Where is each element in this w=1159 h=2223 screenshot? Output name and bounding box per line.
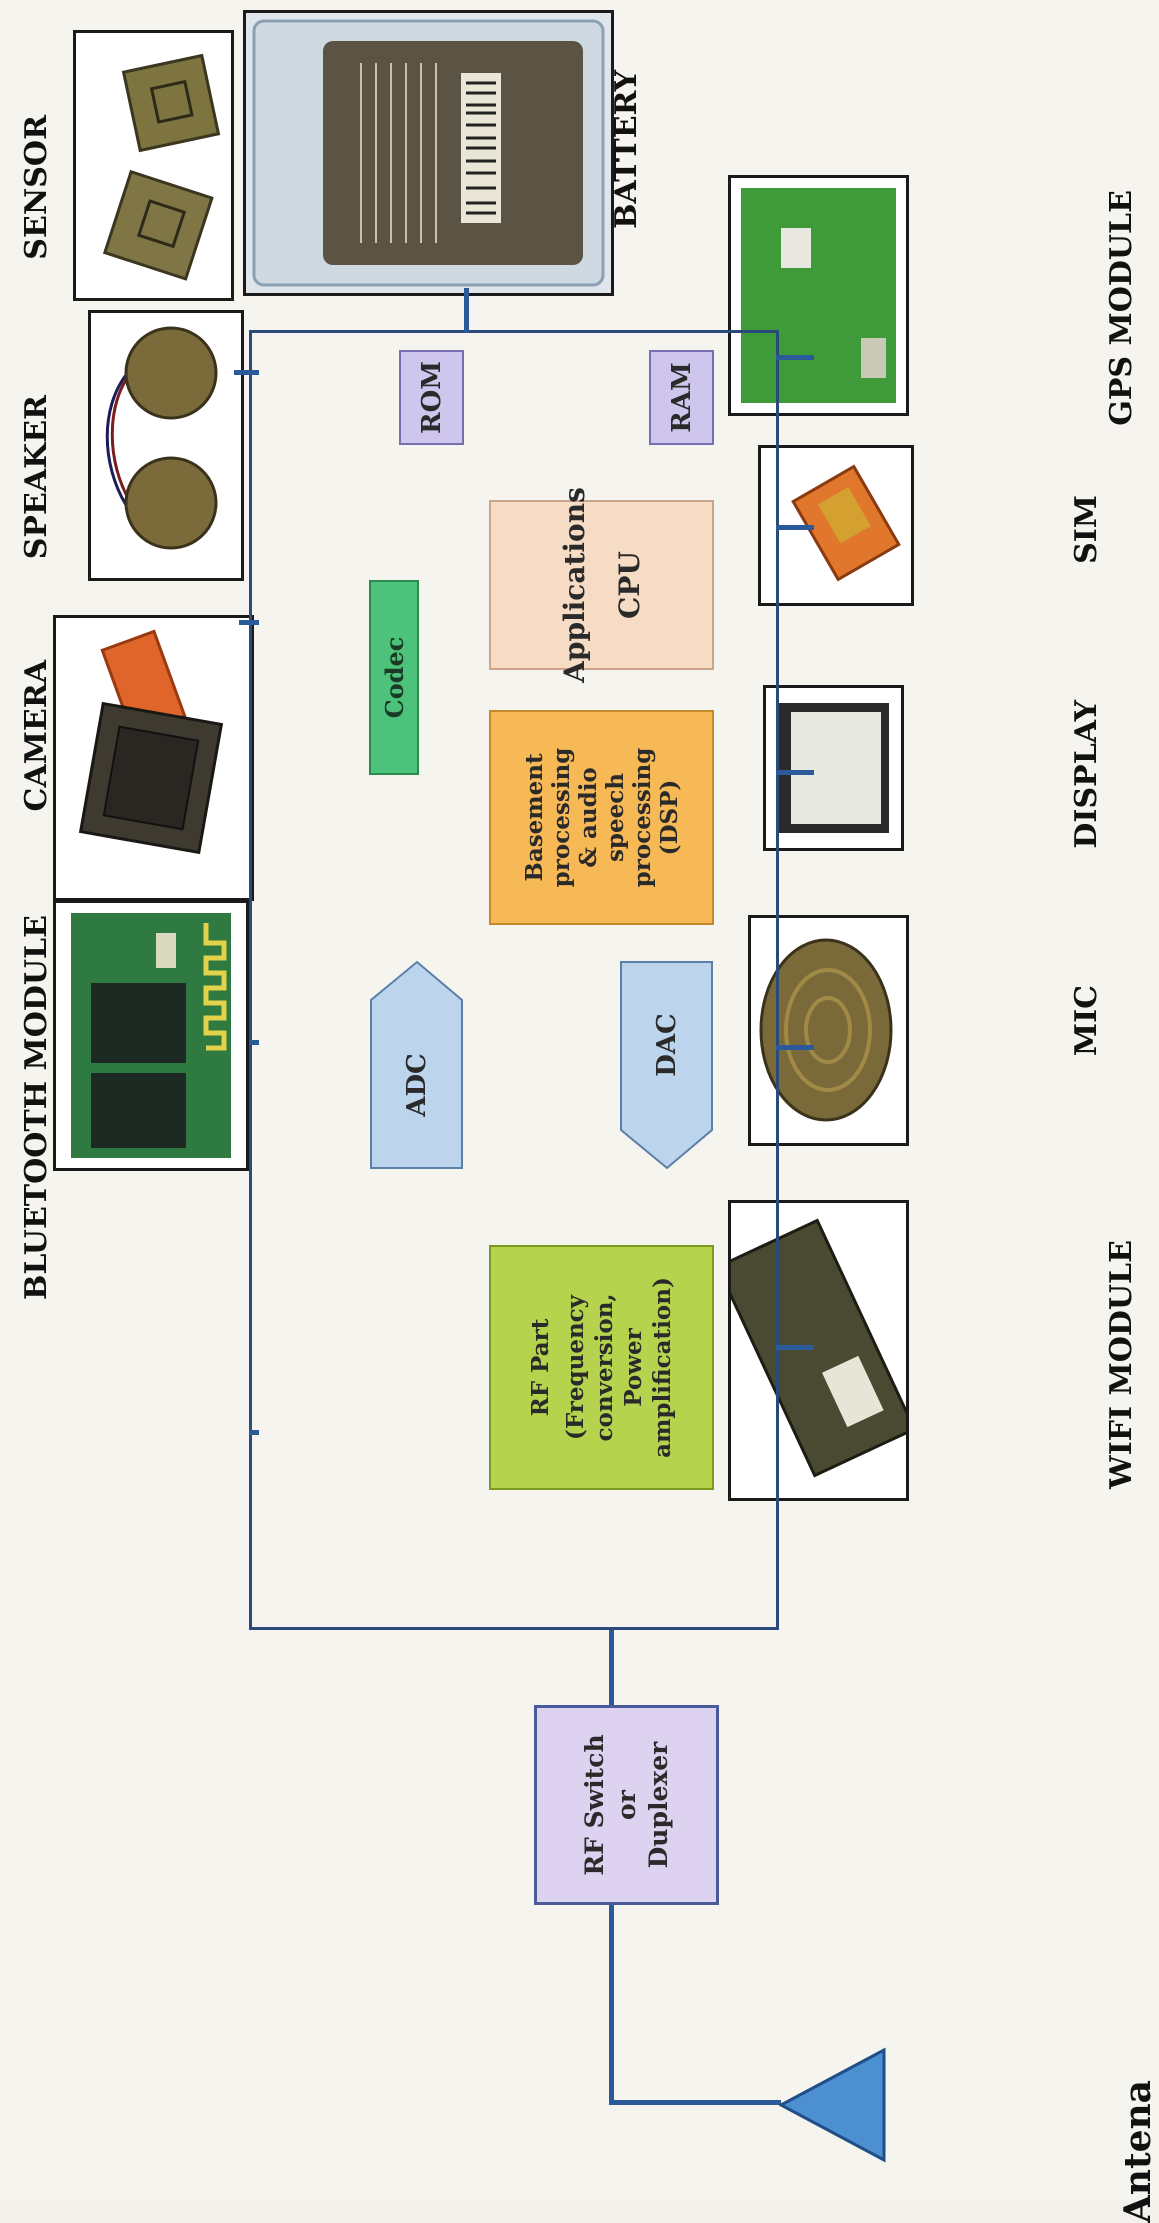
dac-label: DAC (651, 1013, 682, 1077)
dsp-line-4: speech (601, 772, 629, 863)
connector-battery (464, 288, 469, 333)
connector-switch-antenna (609, 1905, 614, 2105)
rf-line-5: amplification) (649, 1277, 676, 1458)
cpu-line-1: Applications (557, 487, 591, 683)
connector-speaker (239, 620, 259, 625)
connector-mic (776, 1045, 814, 1050)
mic-image (748, 915, 909, 1146)
connector-board-switch (609, 1630, 614, 1705)
connector-sensor (234, 370, 259, 375)
gps-label: GPS MODULE (1104, 190, 1139, 426)
sim-label: SIM (1069, 495, 1104, 564)
camera-label: CAMERA (19, 660, 54, 812)
dsp-line-2: processing (547, 747, 575, 888)
ram-block: RAM (649, 350, 714, 445)
rom-block: ROM (399, 350, 464, 445)
connector-sim (776, 525, 814, 530)
display-label: DISPLAY (1069, 700, 1104, 849)
battery-image (243, 10, 614, 296)
connector-bluetooth (249, 1430, 259, 1435)
dsp-line-3: & audio (574, 767, 602, 868)
switch-line-2: or (611, 1790, 641, 1820)
rf-line-2: (Frequency (562, 1294, 589, 1441)
sensor-label: SENSOR (19, 115, 54, 260)
connector-camera (249, 1040, 259, 1045)
sim-image (758, 445, 914, 606)
mic-label: MIC (1069, 985, 1104, 1057)
speaker-label: SPEAKER (19, 395, 54, 560)
rf-part-block: RF Part (Frequency conversion, Power amp… (489, 1245, 714, 1490)
switch-line-3: Duplexer (643, 1741, 673, 1869)
rf-switch-block: RF Switch or Duplexer (534, 1705, 719, 1905)
rf-line-3: conversion, (591, 1293, 618, 1442)
connector-gps (776, 355, 814, 360)
antenna-label: Antena (1117, 2080, 1159, 2223)
connector-wifi (776, 1345, 814, 1350)
codec-block: Codec (369, 580, 419, 775)
dsp-line-5: processing (628, 747, 656, 888)
display-image (763, 685, 904, 851)
switch-line-1: RF Switch (579, 1734, 609, 1876)
bluetooth-image (53, 900, 249, 1171)
dac-block: DAC (619, 960, 714, 1170)
camera-image (53, 615, 254, 901)
wifi-image (715, 1200, 917, 1501)
gps-image (728, 175, 909, 416)
adc-block: ADC (369, 960, 464, 1170)
ram-label: RAM (666, 362, 697, 433)
antenna-icon (777, 2045, 889, 2165)
wifi-label: WIFI MODULE (1104, 1240, 1139, 1489)
adc-label: ADC (401, 1053, 432, 1117)
rf-line-1: RF Part (527, 1318, 554, 1417)
speaker-image (88, 310, 244, 581)
connector-display (776, 770, 814, 775)
dsp-block: Basement processing & audio speech proce… (489, 710, 714, 925)
dsp-line-1: Basement (520, 753, 548, 882)
connector-antenna-feed (609, 2100, 781, 2105)
bluetooth-label: BLUETOOTH MODULE (19, 915, 54, 1301)
cpu-block: Applications CPU (489, 487, 714, 683)
rom-label: ROM (416, 360, 447, 435)
dsp-line-6: (DSP) (655, 779, 683, 856)
battery-label: BATTERY (609, 70, 644, 229)
cpu-line-2: CPU (612, 551, 646, 619)
codec-label: Codec (379, 636, 409, 719)
sensor-image (73, 30, 234, 301)
rf-line-4: Power (620, 1328, 647, 1407)
